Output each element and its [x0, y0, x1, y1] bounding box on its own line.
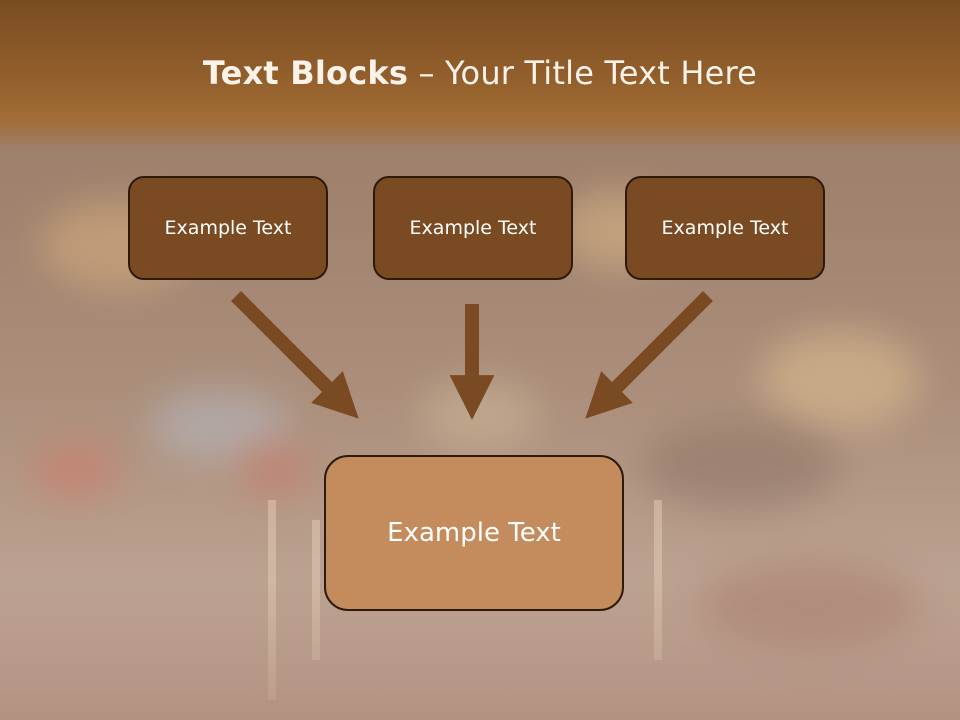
title-bold: Text Blocks — [202, 54, 409, 92]
text-block-top-left-label: Example Text — [164, 217, 292, 239]
text-block-top-center-label: Example Text — [409, 217, 537, 239]
arrow-left — [231, 291, 359, 419]
text-block-top-center[interactable]: Example Text — [373, 176, 573, 280]
text-block-top-right-label: Example Text — [661, 217, 789, 239]
arrow-right — [585, 291, 713, 419]
title-rest: – Your Title Text Here — [408, 54, 758, 92]
title-bar — [0, 0, 960, 150]
text-block-bottom[interactable]: Example Text — [324, 455, 624, 611]
text-block-bottom-label: Example Text — [387, 518, 561, 548]
text-block-top-right[interactable]: Example Text — [625, 176, 825, 280]
text-block-top-left[interactable]: Example Text — [128, 176, 328, 280]
slide-title: Text Blocks – Your Title Text Here — [0, 54, 960, 92]
